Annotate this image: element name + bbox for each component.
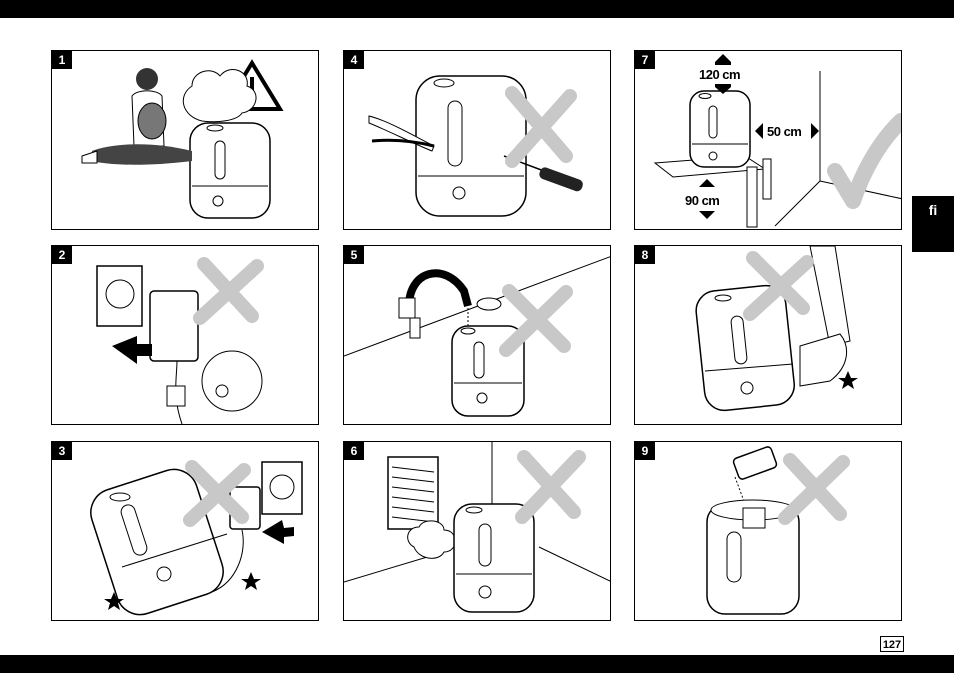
panel-number: 8 (635, 246, 655, 264)
panel-5: 5 (343, 245, 611, 425)
panel-number: 6 (344, 442, 364, 460)
top-bar (0, 0, 954, 18)
prohibited-mark-icon (200, 264, 257, 318)
tools-humidifier-illustration (344, 51, 611, 230)
placement-distance-illustration (635, 51, 902, 230)
prohibited-mark-icon (506, 291, 566, 350)
bottom-bar (0, 655, 954, 673)
approved-check-icon (835, 121, 901, 201)
side-gap-label: 50 cm (767, 124, 801, 139)
panel-6: 6 (343, 441, 611, 621)
impact-star-icon (838, 371, 858, 389)
height-floor-label: 90 cm (685, 193, 719, 208)
impact-star-icon (241, 572, 261, 590)
panel-4: 4 (343, 50, 611, 230)
panel-number: 4 (344, 51, 364, 69)
panel-number: 5 (344, 246, 364, 264)
vent-humidifier-illustration (344, 442, 611, 621)
panel-7: 7 120 cm 50 cm 90 cm (634, 50, 902, 230)
panel-1: 1 (51, 50, 319, 230)
language-tab[interactable]: fi (912, 196, 954, 252)
panel-number: 7 (635, 51, 655, 69)
panel-8: 8 (634, 245, 902, 425)
height-top-label: 120 cm (699, 67, 740, 82)
child-near-humidifier-illustration (52, 51, 319, 230)
adapter-plug-illustration (52, 246, 319, 425)
tipping-humidifier-illustration (52, 442, 319, 621)
prohibited-mark-icon (522, 457, 579, 517)
panel-9: 9 (634, 441, 902, 621)
fragrance-oil-illustration (635, 442, 902, 621)
panel-2: 2 (51, 245, 319, 425)
page-number: 127 (880, 636, 904, 652)
kick-humidifier-illustration (635, 246, 902, 425)
panel-3: 3 (51, 441, 319, 621)
prohibited-mark-icon (785, 460, 843, 518)
panel-number: 1 (52, 51, 72, 69)
water-tap-filling-illustration (344, 246, 611, 425)
panel-number: 2 (52, 246, 72, 264)
panel-number: 3 (52, 442, 72, 460)
panel-number: 9 (635, 442, 655, 460)
